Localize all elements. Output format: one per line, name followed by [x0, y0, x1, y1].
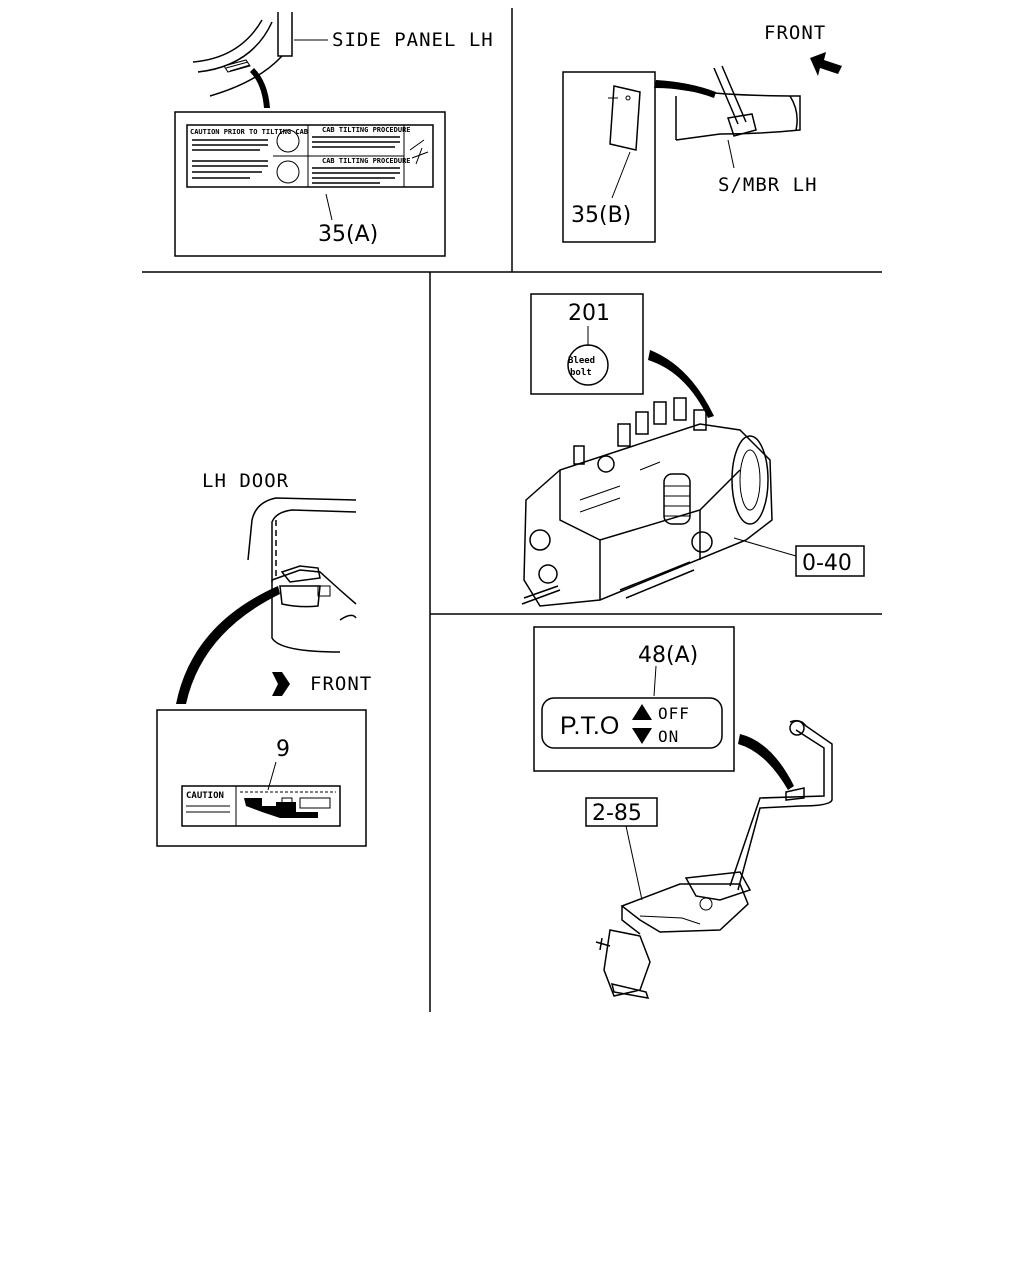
up-arrow-icon — [632, 704, 652, 720]
decal-201-line-2: bolt — [570, 368, 592, 378]
pump-ref-leader — [733, 537, 797, 557]
ref-0-40-label: 0-40 — [802, 551, 852, 576]
front-arrow-icon-top — [810, 52, 842, 76]
ref-box-0-40 — [795, 545, 865, 577]
decal-201-line-1: Bleed — [568, 356, 595, 366]
decal-9 — [156, 709, 367, 847]
pto-switch-illustration — [595, 719, 833, 999]
decal-35a-text-2: CAB TILTING PROCEDURE — [322, 126, 411, 134]
ref-box-2-85 — [585, 797, 658, 827]
decal-35b-number: 35(B) — [571, 203, 631, 228]
s-mbr-callout: S/MBR LH — [718, 174, 818, 196]
decal-201-number: 201 — [568, 301, 610, 326]
side-panel-illustration — [192, 12, 328, 108]
front-label-mid: FRONT — [310, 673, 372, 695]
decal-201-arrow — [648, 350, 714, 418]
decal-35a-leader — [325, 193, 333, 221]
door-illustration — [176, 497, 357, 704]
front-arrow-icon-mid — [272, 672, 290, 696]
decal-48a — [533, 626, 735, 772]
lh-door-callout: LH DOOR — [202, 470, 289, 492]
ref-2-85-label: 2-85 — [592, 801, 642, 826]
injection-pump-illustration — [521, 397, 773, 607]
pto-label: P.T.O — [560, 712, 619, 740]
decal-35a-text-1: CAUTION PRIOR TO TILTING CAB — [190, 128, 308, 136]
side-member-illustration — [654, 65, 801, 169]
down-arrow-icon — [632, 728, 652, 744]
decal-35a — [174, 111, 446, 257]
pto-off-label: OFF — [658, 704, 690, 723]
side-panel-callout: SIDE PANEL LH — [332, 29, 494, 51]
decal-9-number: 9 — [276, 737, 290, 762]
decal-35a-number: 35(A) — [318, 222, 378, 247]
decal-48a-arrow — [738, 734, 794, 790]
decal-48a-number: 48(A) — [638, 643, 698, 668]
front-label-top: FRONT — [764, 22, 826, 44]
decal-201 — [530, 293, 644, 395]
decal-9-caution: CAUTION — [186, 791, 224, 801]
switch-ref-leader — [625, 825, 643, 901]
pto-on-label: ON — [658, 727, 679, 746]
decal-35b — [562, 71, 656, 243]
decal-35a-text-3: CAB TILTING PROCEDURE — [322, 157, 411, 165]
